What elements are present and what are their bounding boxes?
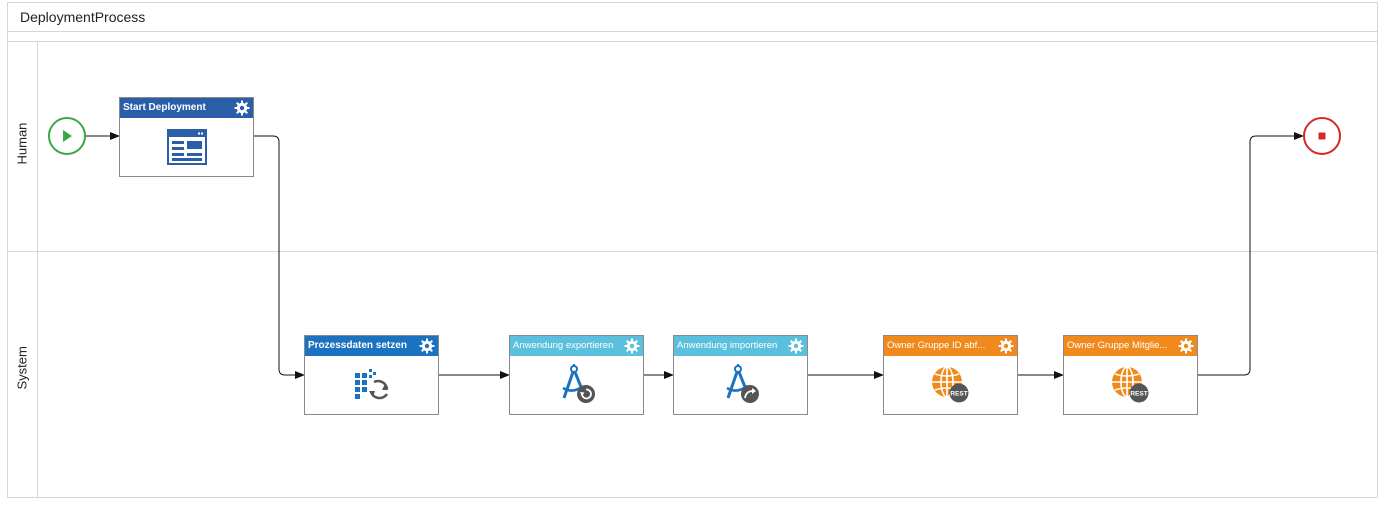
gear-icon[interactable] (1178, 338, 1194, 354)
gear-icon[interactable] (788, 338, 804, 354)
task-label: Start Deployment (123, 102, 206, 113)
data-refresh-icon (354, 369, 388, 400)
pool-title-bar: DeploymentProcess (7, 2, 1378, 32)
gear-icon[interactable] (624, 338, 640, 354)
task-owner-gruppe-mitglieder[interactable]: Owner Gruppe Mitglie... REST (1063, 335, 1198, 415)
svg-text:REST: REST (1130, 391, 1147, 398)
task-anwendung-importieren[interactable]: Anwendung importieren (673, 335, 808, 415)
pool-title: DeploymentProcess (20, 9, 146, 25)
flow-task1-to-task2[interactable] (254, 135, 305, 379)
task-anwendung-exportieren[interactable]: Anwendung exportieren (509, 335, 644, 415)
gear-icon[interactable] (998, 338, 1014, 354)
compass-import-icon (725, 364, 759, 403)
task-header: Anwendung importieren (674, 336, 807, 356)
task-label: Prozessdaten setzen (308, 340, 407, 351)
task-header: Owner Gruppe Mitglie... (1064, 336, 1197, 356)
task-header: Prozessdaten setzen (305, 336, 438, 356)
task-header: Owner Gruppe ID abf... (884, 336, 1017, 356)
task-label: Owner Gruppe Mitglie... (1067, 340, 1168, 351)
gear-icon[interactable] (419, 338, 435, 354)
task-label: Anwendung exportieren (513, 340, 614, 351)
form-icon (166, 129, 207, 165)
task-start-deployment[interactable]: Start Deployment (119, 97, 254, 177)
flow-task6-to-end[interactable] (1198, 132, 1304, 376)
lane-header-column (7, 41, 38, 498)
compass-export-icon (561, 364, 595, 403)
task-header: Start Deployment (120, 98, 253, 118)
task-label: Anwendung importieren (677, 340, 778, 351)
rest-globe-icon: REST (1111, 366, 1148, 403)
task-header: Anwendung exportieren (510, 336, 643, 356)
task-label: Owner Gruppe ID abf... (887, 340, 986, 351)
task-owner-gruppe-id[interactable]: Owner Gruppe ID abf... REST (883, 335, 1018, 415)
task-prozessdaten-setzen[interactable]: Prozessdaten setzen (304, 335, 439, 415)
rest-globe-icon: REST (931, 366, 968, 403)
pool-frame (7, 2, 1378, 498)
svg-text:REST: REST (950, 391, 967, 398)
lane-divider (7, 251, 1378, 252)
gear-icon[interactable] (234, 100, 250, 116)
pool-separator (7, 41, 1378, 42)
